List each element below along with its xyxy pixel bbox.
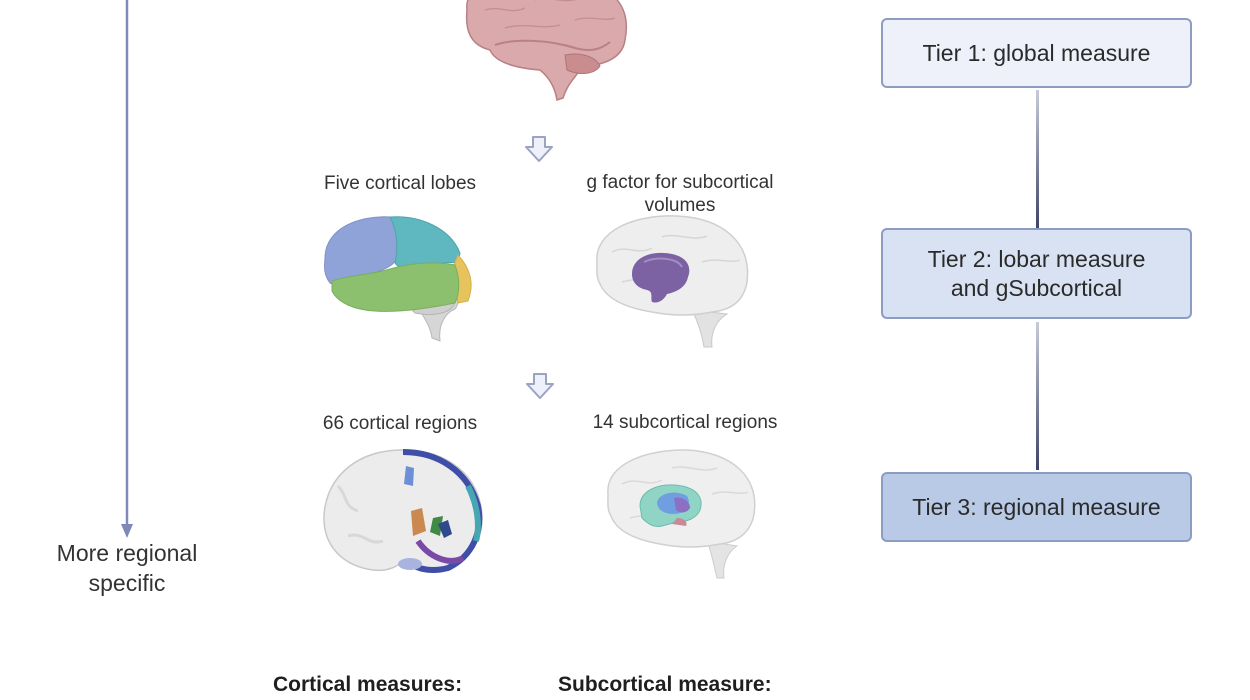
more-regional-specific-label: More regional specific bbox=[22, 538, 232, 598]
66-cortical-regions-caption: 66 cortical regions bbox=[322, 413, 478, 434]
subcortical-measure-heading: Subcortical measure: bbox=[558, 673, 772, 696]
label-line-1: More regional bbox=[56, 540, 198, 566]
cortical-measures-heading: Cortical measures: bbox=[273, 673, 463, 696]
tier-3-label: Tier 3: regional measure bbox=[912, 493, 1161, 520]
down-arrow-icon bbox=[526, 373, 554, 399]
label-line-2: specific bbox=[88, 570, 166, 596]
tier-2-box: Tier 2: lobar measure and gSubcortical bbox=[881, 228, 1192, 319]
tier-connector-1-2 bbox=[1036, 90, 1039, 228]
tier-1-label: Tier 1: global measure bbox=[922, 39, 1151, 66]
14-subcortical-regions-caption: 14 subcortical regions bbox=[592, 412, 778, 433]
caption-line-1: g factor for subcortical bbox=[586, 172, 774, 193]
five-cortical-lobes-caption: Five cortical lobes bbox=[323, 173, 477, 194]
whole-brain-icon bbox=[465, 0, 628, 101]
tier-2-label-line-2: and gSubcortical bbox=[950, 274, 1123, 301]
cortical-lobes-brain-icon bbox=[324, 216, 472, 342]
cortical-regions-coronal-brain-icon bbox=[323, 449, 483, 573]
g-factor-subcortical-caption: g factor for subcortical volumes bbox=[560, 171, 800, 217]
subcortical-g-factor-brain-icon bbox=[596, 215, 749, 348]
caption-line-2: volumes bbox=[644, 195, 716, 216]
regional-specificity-arrow bbox=[121, 0, 133, 538]
down-arrow-icon bbox=[525, 136, 553, 162]
tier-connector-2-3 bbox=[1036, 322, 1039, 470]
tier-2-label-line-1: Tier 2: lobar measure bbox=[927, 245, 1146, 272]
tier-3-box: Tier 3: regional measure bbox=[881, 472, 1192, 542]
tier-1-box: Tier 1: global measure bbox=[881, 18, 1192, 88]
subcortical-regions-brain-icon bbox=[607, 449, 756, 579]
